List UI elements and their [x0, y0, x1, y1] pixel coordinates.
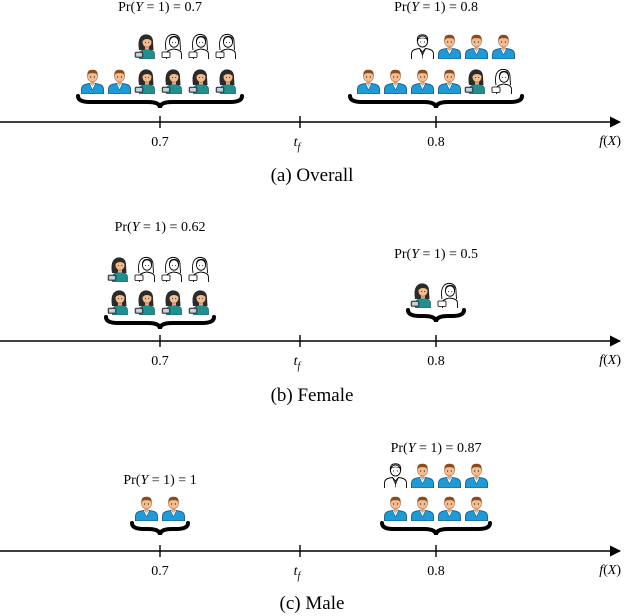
male-person-outline-icon	[411, 34, 434, 59]
score-group-right: Pr(Y = 1) = 0.87	[380, 441, 492, 536]
probability-label: Pr(Y = 1) = 0.87	[391, 441, 482, 456]
male-person-filled-icon	[384, 496, 407, 521]
female-person-filled-icon	[134, 289, 155, 315]
panel-c: 0.7 0.8 tf f(X) (c) Male Pr(Y = 1) = 1 Pr(Y = …	[0, 441, 621, 614]
female-person-outline-icon	[188, 256, 209, 282]
male-person-filled-icon	[465, 34, 488, 59]
male-person-filled-icon	[465, 463, 488, 488]
panel-caption: (a) Overall	[271, 165, 354, 186]
female-person-filled-icon	[161, 289, 182, 315]
female-person-outline-icon	[161, 33, 182, 59]
female-person-outline-icon	[437, 282, 458, 308]
male-person-filled-icon	[465, 496, 488, 521]
female-person-outline-icon	[134, 256, 155, 282]
male-person-filled-icon	[357, 69, 380, 94]
female-person-filled-icon	[107, 256, 128, 282]
axis-label: f(X)	[599, 353, 621, 368]
group-brace	[348, 94, 524, 109]
female-person-filled-icon	[410, 282, 431, 308]
panel-caption: (c) Male	[280, 593, 345, 614]
group-brace	[380, 521, 492, 536]
probability-label: Pr(Y = 1) = 0.7	[118, 0, 202, 15]
male-person-filled-icon	[411, 463, 434, 488]
female-person-outline-icon	[491, 68, 512, 94]
panel-a: 0.7 0.8 tf f(X) (a) Overall Pr(Y = 1) = 0.7 Pr…	[0, 0, 621, 186]
female-person-outline-icon	[188, 33, 209, 59]
score-group-left: Pr(Y = 1) = 0.7	[76, 0, 244, 109]
male-person-filled-icon	[438, 69, 461, 94]
axis-label: f(X)	[599, 134, 621, 149]
tick-label-right: 0.8	[427, 564, 445, 579]
female-person-outline-icon	[215, 33, 236, 59]
group-brace	[406, 308, 466, 323]
probability-label: Pr(Y = 1) = 0.62	[115, 220, 206, 235]
female-person-filled-icon	[161, 68, 182, 94]
probability-label: Pr(Y = 1) = 0.5	[394, 247, 478, 262]
score-group-right: Pr(Y = 1) = 0.8	[348, 0, 524, 109]
tick-label-right: 0.8	[427, 354, 445, 369]
score-group-right: Pr(Y = 1) = 0.5	[394, 247, 478, 323]
female-person-outline-icon	[161, 256, 182, 282]
male-person-filled-icon	[108, 69, 131, 94]
male-person-filled-icon	[81, 69, 104, 94]
female-person-filled-icon	[464, 68, 485, 94]
male-person-filled-icon	[135, 496, 158, 521]
male-person-filled-icon	[438, 496, 461, 521]
score-group-left: Pr(Y = 1) = 0.62	[104, 220, 216, 330]
male-person-outline-icon	[384, 463, 407, 488]
threshold-label: tf	[294, 354, 302, 372]
male-person-filled-icon	[438, 463, 461, 488]
panel-caption: (b) Female	[271, 385, 354, 406]
female-person-filled-icon	[134, 33, 155, 59]
group-brace	[130, 521, 190, 536]
female-person-filled-icon	[215, 68, 236, 94]
tick-label-right: 0.8	[427, 135, 445, 150]
tick-label-left: 0.7	[151, 135, 169, 150]
tick-label-left: 0.7	[151, 354, 169, 369]
probability-label: Pr(Y = 1) = 0.8	[394, 0, 478, 15]
female-person-filled-icon	[188, 289, 209, 315]
female-person-filled-icon	[107, 289, 128, 315]
male-person-filled-icon	[438, 34, 461, 59]
male-person-filled-icon	[384, 69, 407, 94]
male-person-filled-icon	[411, 496, 434, 521]
male-person-filled-icon	[492, 34, 515, 59]
panel-b: 0.7 0.8 tf f(X) (b) Female Pr(Y = 1) = 0.62Pr…	[0, 220, 621, 406]
female-person-filled-icon	[134, 68, 155, 94]
female-person-filled-icon	[188, 68, 209, 94]
threshold-label: tf	[294, 135, 302, 153]
group-brace	[76, 94, 244, 109]
male-person-filled-icon	[162, 496, 185, 521]
axis-label: f(X)	[599, 563, 621, 578]
threshold-label: tf	[294, 564, 302, 582]
score-group-left: Pr(Y = 1) = 1	[123, 473, 197, 536]
male-person-filled-icon	[411, 69, 434, 94]
tick-label-left: 0.7	[151, 564, 169, 579]
probability-label: Pr(Y = 1) = 1	[123, 473, 196, 488]
group-brace	[104, 315, 216, 330]
